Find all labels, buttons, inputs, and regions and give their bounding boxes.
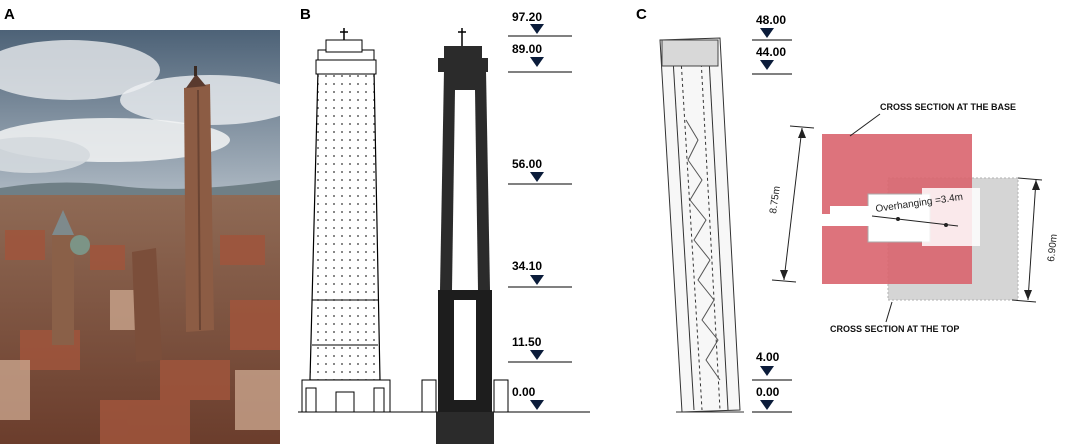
svg-text:6.90m: 6.90m	[1046, 234, 1060, 263]
level-marker-34-10: 34.10	[508, 259, 572, 288]
tower-section-drawing	[421, 28, 509, 444]
level-marker-89-00: 89.00	[508, 42, 572, 73]
level-marker-11-50: 11.50	[508, 335, 572, 363]
level-marker-44-00: 44.00	[752, 45, 792, 75]
level-marker-0-00: 0.00	[508, 385, 572, 413]
svg-text:0.00: 0.00	[756, 385, 780, 399]
svg-text:97.20: 97.20	[512, 10, 542, 24]
svg-text:11.50: 11.50	[512, 335, 542, 349]
tower-elevation-drawing: 97.20 89.00 56.00 34.10 11.50 0.00	[298, 10, 590, 444]
level-marker-48-00: 48.00	[752, 13, 792, 41]
panel-label-b: B	[300, 6, 311, 23]
svg-text:8.75m: 8.75m	[768, 185, 783, 214]
svg-text:0.00: 0.00	[512, 385, 536, 399]
svg-text:4.00: 4.00	[756, 350, 780, 364]
panel-label-c: C	[636, 6, 647, 23]
tower-elevation-outline	[301, 28, 391, 413]
svg-text:44.00: 44.00	[756, 45, 786, 59]
base-section-label: CROSS SECTION AT THE BASE	[880, 102, 1016, 112]
svg-text:89.00: 89.00	[512, 42, 542, 56]
svg-text:34.10: 34.10	[512, 259, 542, 273]
dimension-8-75: 8.75m	[768, 125, 815, 283]
panel-label-a: A	[4, 6, 15, 23]
towers-photo	[0, 30, 280, 444]
level-marker-4-00: 4.00	[752, 350, 792, 381]
level-marker-0-00-c: 0.00	[752, 385, 792, 413]
tower-section-sketch	[659, 37, 744, 413]
top-section-label: CROSS SECTION AT THE TOP	[830, 324, 959, 334]
level-marker-56-00: 56.00	[508, 157, 572, 185]
dimension-6-90: 6.90m	[1011, 177, 1060, 303]
cross-section-diagram: 48.00 44.00 4.00 0.00 Overhanging =3.4m …	[659, 13, 1060, 413]
svg-text:48.00: 48.00	[756, 13, 786, 27]
svg-text:56.00: 56.00	[512, 157, 542, 171]
cross-section-base	[822, 134, 972, 284]
level-marker-97-20: 97.20	[508, 10, 572, 37]
